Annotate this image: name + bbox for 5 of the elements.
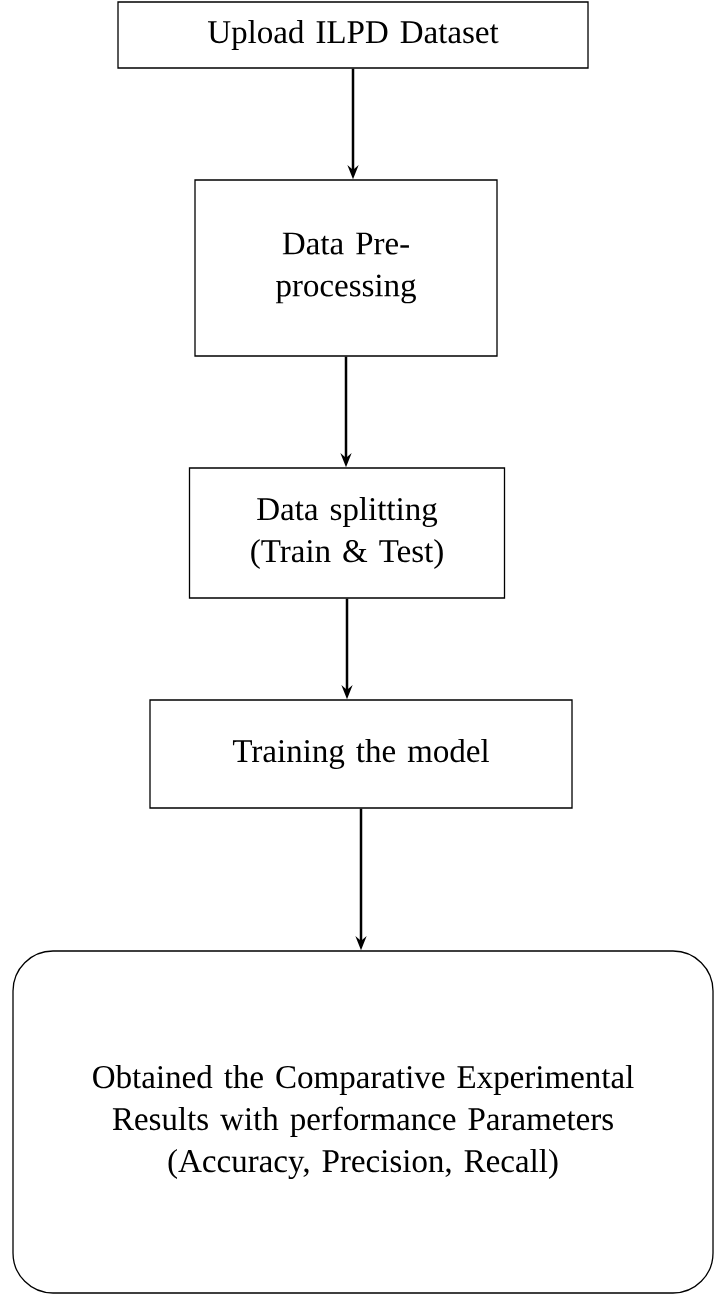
- process-box: Data splitting (Train & Test): [188, 467, 506, 599]
- rounded-result-box: Obtained the Comparative Experimental Results with performance Parameters (Accuracy, Precision, Recall): [12, 950, 714, 1294]
- process-box: Upload ILPD Dataset: [117, 1, 589, 69]
- process-box: Training the model: [149, 699, 573, 809]
- process-box: Data Pre-processing: [194, 179, 498, 357]
